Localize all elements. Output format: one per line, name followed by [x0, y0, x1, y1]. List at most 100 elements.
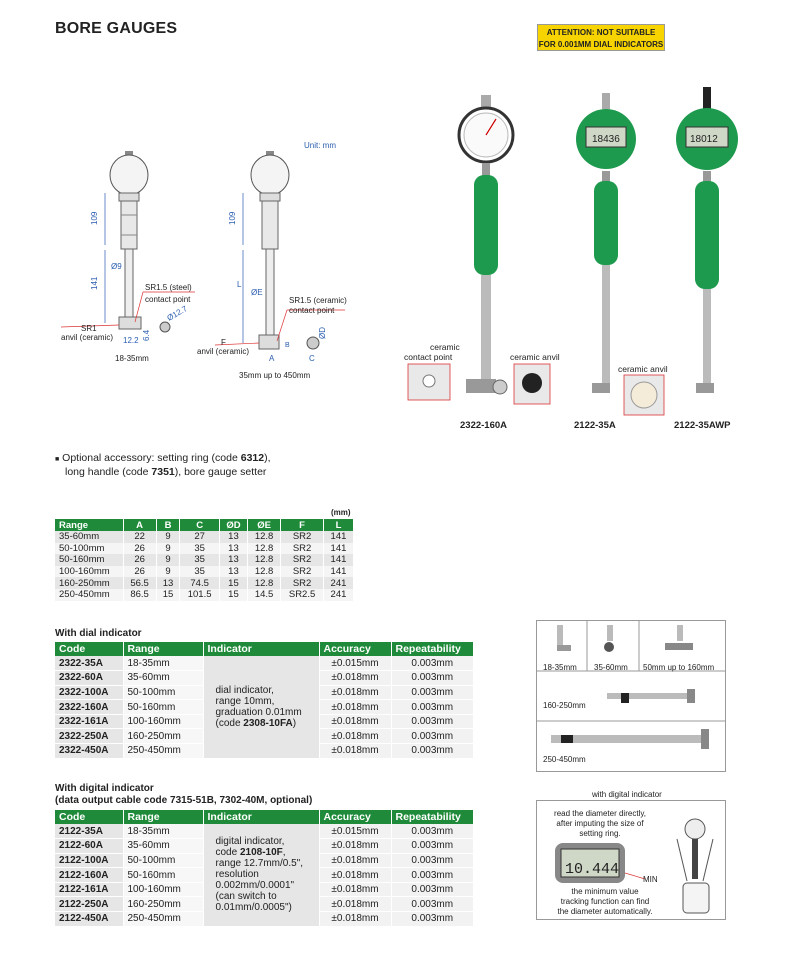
repeatability-cell: 0.003mm — [391, 685, 474, 701]
text-line: tracking function can find — [560, 897, 650, 906]
code-cell: 2122-161A — [55, 882, 124, 898]
code-cell: 2122-250A — [55, 896, 124, 913]
accessory-note: ■ Optional accessory: setting ring (code… — [55, 452, 271, 478]
cell: 141 — [323, 531, 355, 543]
cell: 35 — [179, 554, 220, 566]
accuracy-cell: ±0.018mm — [319, 911, 392, 927]
left-caption: 18-35mm — [115, 354, 149, 363]
dim-6-4: 6.4 — [142, 329, 151, 341]
code-cell: 2122-60A — [55, 838, 124, 854]
text-line: setting ring. — [579, 829, 621, 838]
ceramic-anvil-label-1: ceramic anvil — [510, 352, 560, 362]
sr15-contact-label-right: contact point — [289, 306, 335, 315]
cell: 15 — [219, 577, 248, 589]
accessory-text-3: long handle (code — [65, 466, 152, 478]
accessory-text-4: ), bore gauge setter — [174, 466, 267, 478]
cell: 9 — [156, 542, 181, 555]
anvil-caption-4: 160-250mm — [543, 701, 586, 710]
cell: 12.8 — [247, 577, 282, 589]
cell: SR2 — [280, 577, 324, 589]
range-cell: 50-160mm — [123, 867, 204, 883]
range-cell: 100-160mm — [123, 882, 204, 898]
sr1-label: SR1 — [81, 324, 97, 333]
rt-h-c: C — [179, 519, 220, 531]
accuracy-cell: ±0.018mm — [319, 838, 392, 854]
cell: 141 — [323, 565, 355, 578]
digital-feature-box: read the diameter directly, after imputi… — [536, 800, 726, 920]
cell: 101.5 — [179, 588, 220, 601]
anvil-caption-3: 50mm up to 160mm — [643, 663, 715, 672]
rt-h-f: F — [280, 519, 324, 531]
digital-box-text-bottom: the minimum value tracking function can … — [545, 887, 665, 917]
ceramic-anvil-label-2: ceramic anvil — [618, 364, 668, 374]
dig-h-repeatability: Repeatability — [391, 810, 474, 824]
dig-h-indicator: Indicator — [203, 810, 320, 824]
digital-box-min: MIN — [643, 875, 658, 884]
cell: 13 — [156, 577, 181, 589]
ind-line: (can switch to — [215, 891, 277, 903]
text-line: after imputing the size of — [556, 819, 644, 828]
ind-line: digital indicator, — [215, 836, 285, 848]
display-2122-35A: 18436 — [592, 134, 620, 145]
accuracy-cell: ±0.018mm — [319, 728, 392, 745]
accessory-code-1: 6312 — [240, 452, 265, 464]
dial-h-indicator: Indicator — [203, 642, 320, 656]
cell: 160-250mm — [55, 577, 124, 589]
accuracy-cell: ±0.018mm — [319, 699, 392, 715]
cell: 13 — [219, 542, 248, 555]
ind-text: code — [215, 847, 240, 859]
ind-line: 0.01mm/0.0005") — [215, 902, 292, 914]
bullet-icon: ■ — [55, 456, 60, 463]
anvil-types-box: 18-35mm 35-60mm 50mm up to 160mm 160-250… — [536, 620, 726, 772]
cell: 14.5 — [247, 588, 282, 601]
range-cell: 160-250mm — [123, 728, 204, 745]
cell: 12.8 — [247, 554, 282, 566]
dial-h-code: Code — [55, 642, 124, 656]
cell: 15 — [219, 588, 248, 601]
table-row: 2322-35A 18-35mm dial indicator, range 1… — [55, 656, 474, 759]
range-cell: 50-100mm — [123, 853, 204, 869]
ind-line: dial indicator, — [215, 684, 274, 696]
ceramic-anvil-tip-2 — [630, 381, 658, 409]
code-cell: 2322-161A — [55, 714, 124, 730]
code-cell: 2322-450A — [55, 743, 124, 759]
range-cell: 35-60mm — [123, 670, 204, 686]
attention-notice: ATTENTION: NOT SUITABLE FOR 0.001MM DIAL… — [537, 24, 665, 51]
dig-h-accuracy: Accuracy — [319, 810, 392, 824]
rt-h-e: ØE — [247, 519, 282, 531]
cell: 86.5 — [123, 588, 157, 601]
dial-section-title: With dial indicator — [55, 628, 142, 639]
ind-code: 2108-10F — [239, 847, 283, 859]
text-line: read the diameter directly, — [554, 809, 646, 818]
dial-table: Code Range Indicator Accuracy Repeatabil… — [55, 642, 474, 759]
cell: 13 — [219, 531, 248, 543]
dim-109-right: 109 — [228, 211, 237, 225]
accuracy-cell: ±0.018mm — [319, 882, 392, 898]
digital-section-subtitle: (data output cable code 7315-51B, 7302-4… — [55, 795, 313, 806]
cell: 27 — [179, 531, 220, 543]
accuracy-cell: ±0.018mm — [319, 685, 392, 701]
digital-box-header: with digital indicator — [592, 790, 662, 799]
cell: 22 — [123, 531, 157, 543]
code-cell: 2122-450A — [55, 911, 124, 927]
cell: 13 — [219, 554, 248, 566]
repeatability-cell: 0.003mm — [391, 867, 474, 883]
repeatability-cell: 0.003mm — [391, 853, 474, 869]
range-table-header: Range A B C ØD ØE F L — [55, 519, 355, 531]
cell: SR2.5 — [280, 588, 324, 601]
cell: 13 — [219, 565, 248, 578]
sr1-anvil-label: anvil (ceramic) — [61, 333, 113, 342]
digital-table-header: Code Range Indicator Accuracy Repeatabil… — [55, 810, 474, 824]
table-row: 2122-35A 18-35mm digital indicator, code… — [55, 824, 474, 927]
dim-phiD: ØD — [318, 327, 327, 339]
code-cell: 2122-35A — [55, 824, 124, 840]
gauge-2122-35AWP-photo: 18012 — [676, 87, 738, 393]
accessory-text-1: Optional accessory: setting ring (code — [62, 452, 241, 464]
ind-line: code 2108-10F, — [216, 847, 315, 858]
